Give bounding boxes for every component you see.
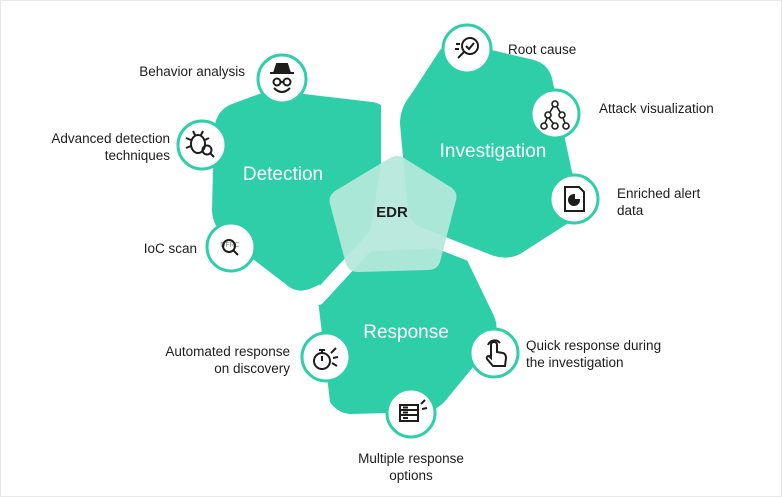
enriched-alert-label-line1: Enriched alert — [617, 186, 701, 201]
multiple-response-label: Multiple response options — [331, 450, 491, 484]
automated-response-label: Automated response on discovery — [130, 343, 290, 377]
advanced-detection-label-line1: Advanced detection — [51, 131, 170, 146]
multiple-response-label-line2: options — [389, 468, 433, 483]
stopwatch-icon — [313, 347, 339, 370]
enriched-alert-label: Enriched alert data — [617, 185, 757, 219]
multiple-response-label-line1: Multiple response — [358, 451, 464, 466]
bug-magnifier-icon — [185, 130, 215, 158]
attack-visualization-label: Attack visualization — [599, 101, 714, 116]
advanced-detection-label-line2: techniques — [104, 148, 170, 163]
root-cause-badge — [441, 23, 493, 75]
document-chart-icon — [564, 186, 585, 212]
quick-response-label: Quick response during the investigation — [526, 337, 706, 371]
automated-response-badge — [300, 331, 352, 383]
ioc-scan-label: IoC scan — [143, 241, 197, 256]
detection-title: Detection — [243, 164, 323, 185]
hand-pointer-icon — [485, 339, 508, 367]
advanced-detection-label: Advanced detection techniques — [20, 130, 170, 164]
attack-visualization-badge — [529, 88, 581, 140]
edr-core — [329, 156, 457, 272]
quick-response-label-line2: the investigation — [526, 355, 624, 370]
ioc-scan-badge: DFRC — [205, 221, 257, 273]
behavior-analysis-label: Behavior analysis — [139, 64, 245, 79]
root-cause-label: Root cause — [508, 42, 577, 57]
automated-response-label-line2: on discovery — [214, 361, 290, 376]
tree-graph-icon — [540, 100, 570, 130]
multiple-response-badge — [385, 387, 437, 439]
quick-response-label-line1: Quick response during — [526, 338, 662, 353]
spy-icon — [270, 63, 294, 93]
magnifier-check-icon — [455, 37, 479, 59]
enriched-alert-label-line2: data — [617, 203, 644, 218]
ioc-icon-text: DFRC — [220, 242, 239, 249]
behavior-analysis-badge — [256, 53, 308, 105]
response-title: Response — [363, 322, 449, 343]
ioc-magnifier-icon: DFRC — [220, 239, 240, 256]
advanced-detection-badge — [176, 119, 228, 171]
server-rack-icon — [399, 399, 428, 422]
enriched-alert-badge — [548, 173, 600, 225]
edr-title: EDR — [376, 204, 408, 221]
investigation-title: Investigation — [440, 141, 547, 162]
response-petal — [318, 248, 497, 414]
quick-response-badge — [468, 327, 520, 379]
automated-response-label-line1: Automated response — [165, 344, 290, 359]
